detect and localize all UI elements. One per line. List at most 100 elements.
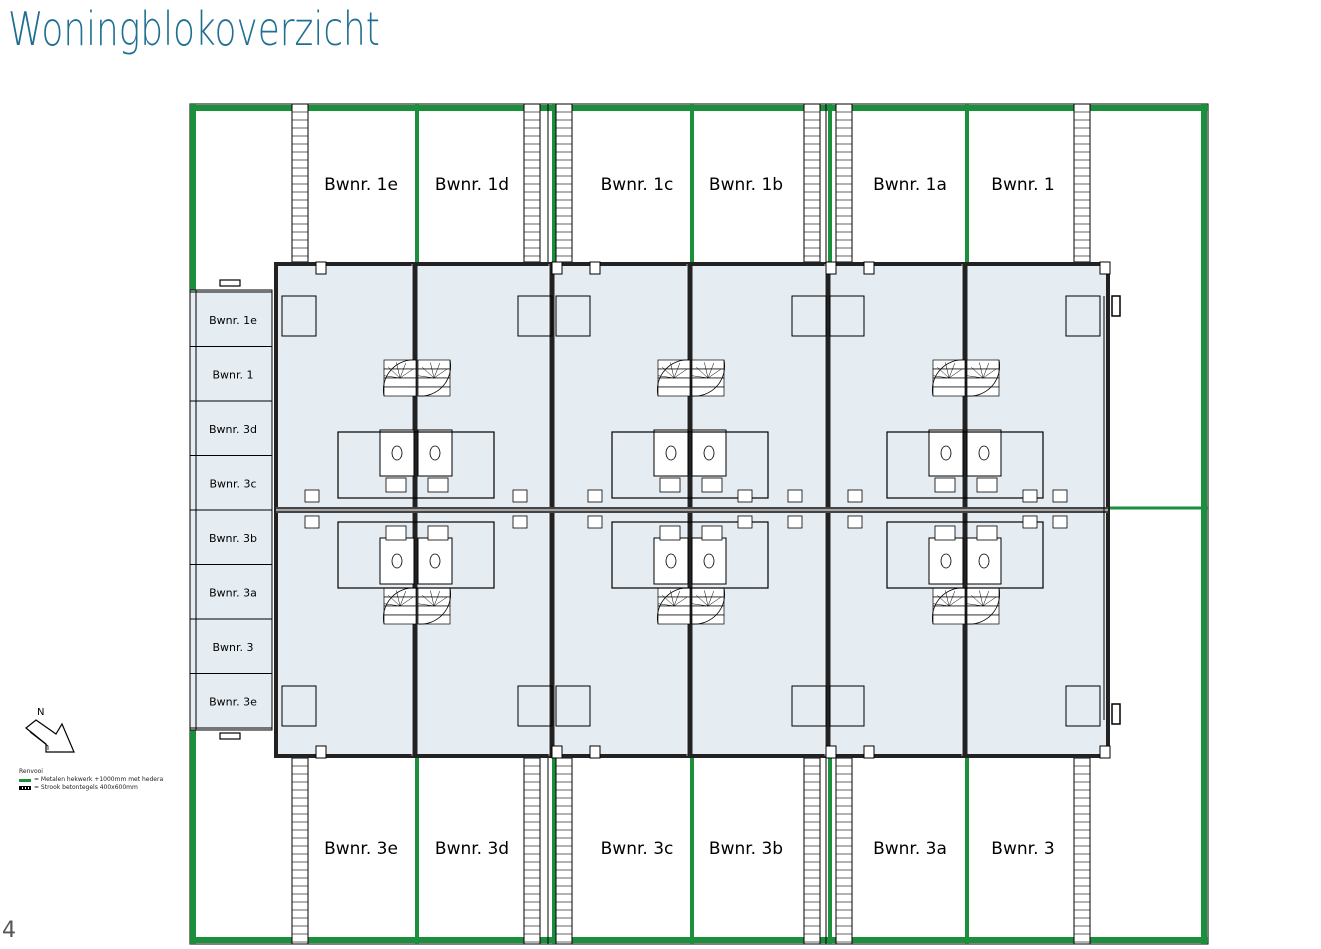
toilet-icon (665, 445, 677, 461)
window-marker-top (1111, 295, 1121, 317)
stair-icon (966, 359, 1000, 397)
storage-label: Bwnr. 3e (209, 696, 257, 709)
tile-strip-swatch (19, 786, 31, 790)
paving-strip-bottom (803, 757, 821, 945)
legend-item-fence: = Metalen hekwerk +1000mm met hedera (19, 776, 163, 784)
hob-icon (304, 515, 320, 529)
paving-strip-bottom (291, 757, 309, 945)
ww-box (934, 525, 956, 541)
entrance-porch (829, 685, 865, 727)
green-line-swatch (19, 778, 31, 782)
entrance-porch (555, 685, 591, 727)
garden-label-top: Bwnr. 1 (991, 175, 1054, 195)
toilet-icon (391, 445, 403, 461)
page-title: Woningblokoverzicht (8, 2, 380, 56)
doorframe-icon (589, 745, 601, 759)
toilet-icon (940, 553, 952, 569)
hall-outline (337, 521, 495, 589)
entrance-porch (829, 295, 865, 337)
legend: Renvooi = Metalen hekwerk +1000mm met he… (19, 768, 163, 792)
hob-icon (512, 515, 528, 529)
doorframe-icon (863, 261, 875, 275)
toilet-icon (429, 553, 441, 569)
entrance-porch (281, 685, 317, 727)
storage-label: Bwnr. 3c (209, 478, 256, 491)
paving-strip-bottom (835, 757, 853, 945)
toilet-icon (391, 553, 403, 569)
ww-box (701, 525, 723, 541)
north-label: N (37, 707, 45, 718)
garden-label-bottom: Bwnr. 3c (601, 839, 674, 859)
toilet-icon (665, 553, 677, 569)
window-marker-bottom (1111, 703, 1121, 725)
ww-box (427, 525, 449, 541)
toilet-icon (940, 445, 952, 461)
garden-label-top: Bwnr. 1c (601, 175, 674, 195)
doorframe-icon (315, 745, 327, 759)
hob-icon (737, 489, 753, 503)
garden-label-top: Bwnr. 1b (709, 175, 783, 195)
toilet-icon (703, 445, 715, 461)
storage-marker-top (219, 279, 241, 287)
entrance-porch (517, 685, 553, 727)
doorframe-icon (551, 261, 563, 275)
stair-icon (932, 359, 966, 397)
stair-icon (383, 587, 417, 625)
storage-label: Bwnr. 1 (212, 369, 253, 382)
garden-label-bottom: Bwnr. 3a (873, 839, 947, 859)
hob-icon (1052, 489, 1068, 503)
stair-icon (691, 587, 725, 625)
doorframe-icon (1099, 261, 1111, 275)
garden-label-top: Bwnr. 1d (435, 175, 509, 195)
toilet-icon (978, 553, 990, 569)
ww-box (976, 525, 998, 541)
garden-label-top: Bwnr. 1a (873, 175, 947, 195)
hob-icon (587, 489, 603, 503)
toilet-room (928, 537, 964, 585)
stair-icon (966, 587, 1000, 625)
hall-outline (886, 521, 1044, 589)
toilet-room (691, 429, 727, 477)
ww-box (659, 477, 681, 493)
garden-label-bottom: Bwnr. 3 (991, 839, 1054, 859)
hall-outline (611, 431, 769, 499)
paving-strip-bottom (523, 757, 541, 945)
stair-icon (383, 359, 417, 397)
toilet-icon (978, 445, 990, 461)
north-arrow-icon (25, 719, 75, 753)
hob-icon (1052, 515, 1068, 529)
ww-box (427, 477, 449, 493)
hob-icon (304, 489, 320, 503)
hob-icon (847, 515, 863, 529)
entrance-porch (1065, 685, 1101, 727)
stair-icon (657, 359, 691, 397)
garden-label-bottom: Bwnr. 3d (435, 839, 509, 859)
legend-title: Renvooi (19, 768, 43, 775)
doorframe-icon (863, 745, 875, 759)
storage-label: Bwnr. 3b (209, 532, 257, 545)
hob-icon (787, 515, 803, 529)
garden-label-bottom: Bwnr. 3e (324, 839, 398, 859)
stair-icon (417, 587, 451, 625)
doorframe-icon (825, 261, 837, 275)
entrance-porch (555, 295, 591, 337)
entrance-porch (791, 685, 827, 727)
garden-label-bottom: Bwnr. 3b (709, 839, 783, 859)
hob-icon (512, 489, 528, 503)
hall-outline (886, 431, 1044, 499)
paving-strip-bottom (555, 757, 573, 945)
doorframe-icon (1099, 745, 1111, 759)
entrance-porch (517, 295, 553, 337)
hob-icon (737, 515, 753, 529)
doorframe-icon (589, 261, 601, 275)
entrance-porch (1065, 295, 1101, 337)
doorframe-icon (825, 745, 837, 759)
entrance-porch (281, 295, 317, 337)
hob-icon (1022, 489, 1038, 503)
storage-label: Bwnr. 3d (209, 423, 257, 436)
storage-label: Bwnr. 3a (209, 587, 257, 600)
stair-icon (417, 359, 451, 397)
ww-box (385, 477, 407, 493)
hob-icon (847, 489, 863, 503)
ww-box (934, 477, 956, 493)
